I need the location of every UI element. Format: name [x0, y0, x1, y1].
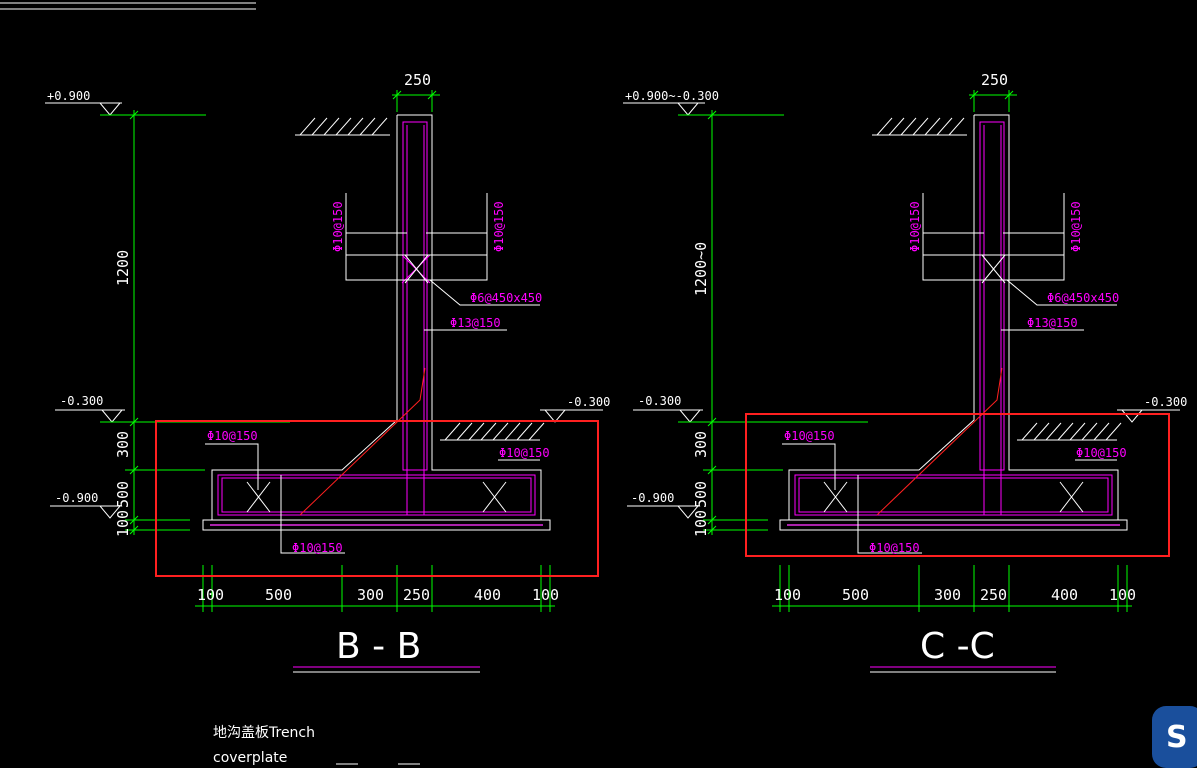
dim-wall-thickness: 250 [404, 71, 431, 89]
rebar-footing-top-left-label: Φ10@150 [207, 429, 258, 443]
note-line-2: coverplate [213, 750, 287, 766]
wall-thickness-dim [969, 90, 1017, 112]
level-top-label: +0.900~-0.300 [625, 89, 719, 103]
level-mid-label: -0.300 [60, 394, 103, 408]
level-marker-top: +0.900~-0.300 [623, 89, 784, 116]
blinding-layer [779, 519, 1128, 531]
vdim-300: 300 [114, 431, 132, 458]
footing-rebar [217, 474, 536, 516]
top-border-remnant [0, 2, 256, 10]
soil-hatch-top [872, 117, 967, 136]
hdim-4: 400 [1051, 586, 1078, 604]
rebar-footing-top-left-label: Φ10@150 [784, 429, 835, 443]
vdim-500: 500 [692, 481, 710, 508]
hdim-1: 500 [842, 586, 869, 604]
level-marker-bottom: -0.900 [627, 491, 700, 519]
level-right-label: -0.300 [567, 395, 610, 409]
rebar-wall-vertical-label: Φ13@150 [1027, 316, 1078, 330]
blinding-dots [210, 524, 543, 526]
hdim-1: 500 [265, 586, 292, 604]
blinding-layer [202, 519, 551, 531]
vdim-1200: 1200~0 [692, 242, 710, 296]
level-marker-top: +0.900 [45, 89, 206, 116]
level-marker-mid: -0.300 [55, 394, 290, 423]
vdim-100: 100 [692, 510, 710, 537]
level-bottom-label: -0.900 [631, 491, 674, 505]
soil-hatch-top [295, 117, 390, 136]
level-marker-right: -0.300 [540, 395, 610, 423]
section-b-b: +0.900 -0.300 -0.900 -0.300 [45, 71, 610, 673]
dowel-bar [876, 367, 1003, 516]
hdim-3: 250 [980, 586, 1007, 604]
section-c-c: +0.900~-0.300 -0.300 -0.900 -0.300 [623, 71, 1187, 673]
dim-wall-thickness: 250 [981, 71, 1008, 89]
hdim-3: 250 [403, 586, 430, 604]
footing-rebar [794, 474, 1113, 516]
rebar-leaders [782, 193, 1117, 554]
hdim-2: 300 [934, 586, 961, 604]
hdim-2: 300 [357, 586, 384, 604]
rebar-footing-top-right-label: Φ10@150 [1076, 446, 1127, 460]
level-mid-label: -0.300 [638, 394, 681, 408]
level-marker-right: -0.300 [1117, 395, 1187, 423]
tie-cross-marks [823, 254, 1084, 513]
horizontal-dimension-chain [195, 565, 555, 612]
rebar-wall-vertical-label: Φ13@150 [450, 316, 501, 330]
hdim-4: 400 [474, 586, 501, 604]
rebar-footing-top-right-label: Φ10@150 [499, 446, 550, 460]
vdim-1200: 1200 [114, 250, 132, 286]
level-marker-mid: -0.300 [633, 394, 868, 423]
vdim-100: 100 [114, 510, 132, 537]
rebar-footing-bottom-label: Φ10@150 [292, 541, 343, 555]
level-right-label: -0.300 [1144, 395, 1187, 409]
level-bottom-label: -0.900 [55, 491, 98, 505]
wall-rebar [401, 121, 431, 515]
wall-thickness-dim [392, 90, 440, 112]
vdim-300: 300 [692, 431, 710, 458]
soil-hatch-right [1017, 422, 1122, 441]
rebar-leaders [205, 193, 540, 554]
app-logo-icon[interactable]: S [1152, 706, 1197, 768]
rebar-footing-bottom-label: Φ10@150 [869, 541, 920, 555]
rebar-tie-label: Φ6@450x450 [470, 291, 542, 305]
hdim-5: 100 [532, 586, 559, 604]
vertical-dimension-chain [125, 110, 205, 535]
section-title-b-b: B - B [336, 626, 421, 667]
vdim-500: 500 [114, 481, 132, 508]
app-logo-glyph: S [1166, 720, 1188, 755]
rebar-wall-left-label: Φ10@150 [908, 201, 922, 252]
rebar-wall-right-label: Φ10@150 [1069, 201, 1083, 252]
vertical-dimension-chain [703, 110, 783, 535]
blinding-dots [787, 524, 1120, 526]
hdim-0: 100 [774, 586, 801, 604]
soil-hatch-right [440, 422, 545, 441]
rebar-tie-label: Φ6@450x450 [1047, 291, 1119, 305]
level-top-label: +0.900 [47, 89, 90, 103]
highlight-box-c[interactable] [745, 413, 1170, 557]
dowel-bar [299, 367, 426, 516]
level-marker-bottom: -0.900 [50, 491, 122, 519]
note-line-1: 地沟盖板Trench [213, 725, 315, 741]
section-title-c-c: C -C [920, 626, 995, 667]
hdim-0: 100 [197, 586, 224, 604]
hdim-5: 100 [1109, 586, 1136, 604]
wall-rebar [979, 121, 1005, 515]
rebar-wall-right-label: Φ10@150 [492, 201, 506, 252]
rebar-wall-left-label: Φ10@150 [331, 201, 345, 252]
horizontal-dimension-chain [772, 565, 1132, 612]
highlight-box-b[interactable] [155, 420, 599, 577]
tie-cross-marks [246, 254, 507, 513]
